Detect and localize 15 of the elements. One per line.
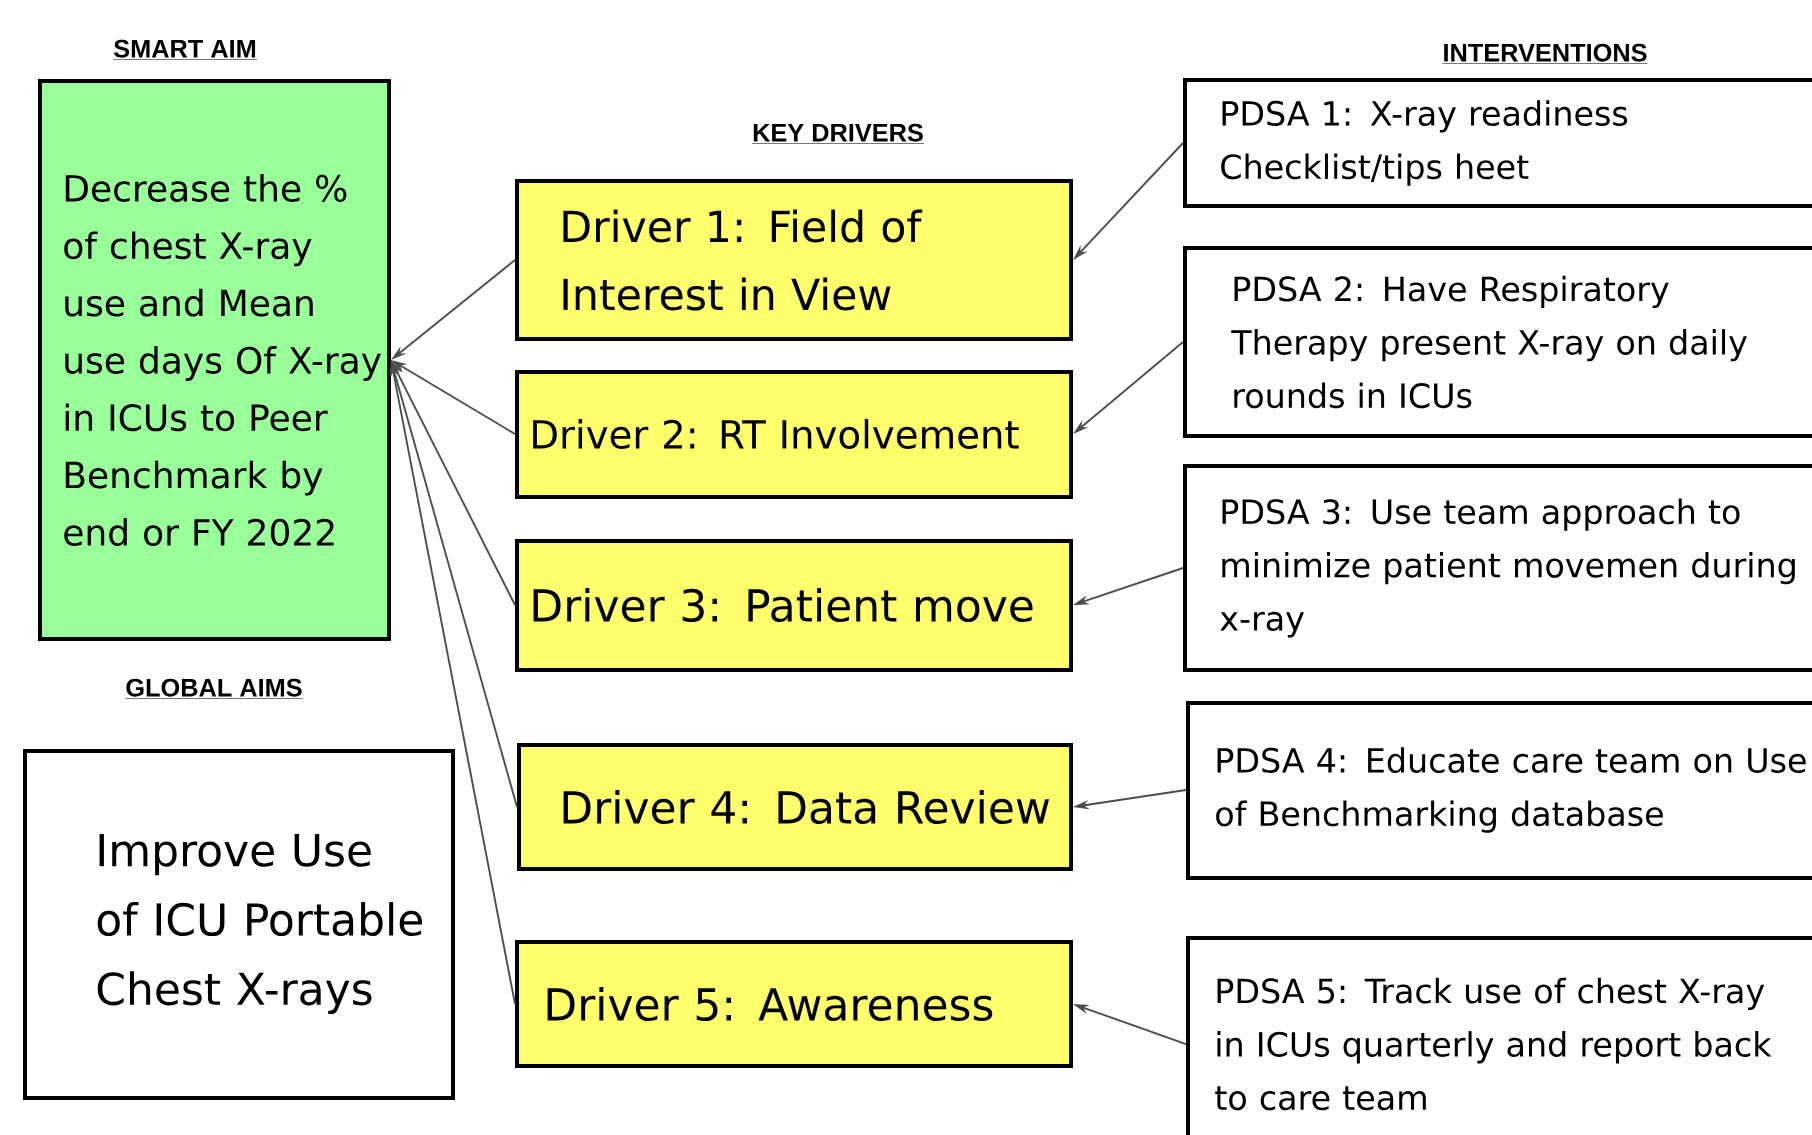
aim-box: Decrease the % of chest X-ray use and Mean use days Of X-ray in ICUs to Peer Benchmark by end or FY 2022 xyxy=(38,79,391,641)
driver-box: Driver 4: Data Review xyxy=(517,743,1073,871)
driver-box: Driver 5: Awareness xyxy=(515,940,1073,1068)
text-box: Improve Use of ICU Portable Chest X-rays xyxy=(23,749,455,1100)
text-box: PDSA 2: Have Respiratory Therapy present X-ray on daily rounds in ICUs xyxy=(1183,246,1812,438)
column-heading: SMART AIM xyxy=(112,39,258,60)
text-box: PDSA 3: Use team approach to minimize patient movemen during x-ray xyxy=(1183,464,1812,672)
driver-box: Driver 3: Patient move xyxy=(515,539,1073,672)
text-box: PDSA 4: Educate care team on Use of Benchmarking database xyxy=(1186,701,1812,880)
driver-box: Driver 1: Field of Interest in View xyxy=(515,179,1073,341)
column-heading: KEY DRIVERS xyxy=(751,123,925,144)
text-box: PDSA 5: Track use of chest X-ray in ICUs quarterly and report back to care team xyxy=(1186,936,1812,1135)
text-box: PDSA 1: X-ray readiness Checklist/tips heet xyxy=(1183,78,1812,208)
column-heading: GLOBAL AIMS xyxy=(125,678,303,699)
driver-box: Driver 2: RT Involvement xyxy=(515,370,1073,499)
